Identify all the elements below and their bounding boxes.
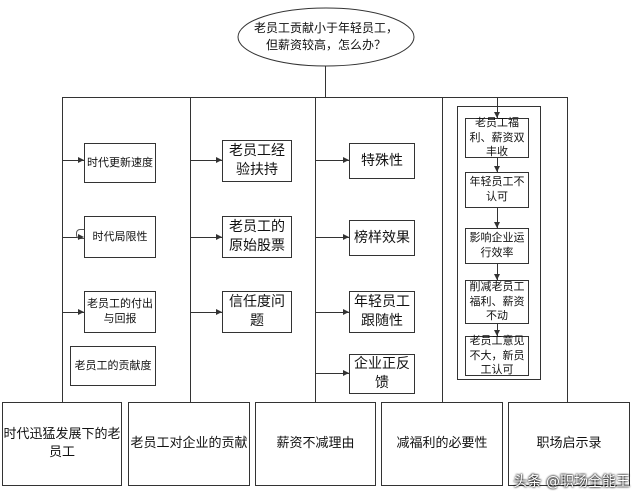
flow-link-2: [497, 208, 498, 228]
column-2-line: [190, 97, 191, 402]
column-label-old-staff-era: 时代迅猛发展下的老员工: [2, 402, 122, 486]
flow-step-4: 削减老员工福利、薪资不动: [465, 280, 529, 324]
flow-step-5: 老员工意见不大，新员工认可: [465, 334, 529, 376]
root-text: 老员工贡献小于年轻员工，但薪资较高，怎么办？: [253, 21, 398, 52]
flow-link-1: [497, 158, 498, 172]
col2-child-experience: 老员工经验扶持: [222, 140, 292, 182]
extra-node-contribution: 老员工的贡献度: [70, 346, 156, 386]
flow-container: [457, 106, 541, 380]
column-label-workplace-insights: 职场启示录: [508, 402, 630, 486]
col1-child3-connector: [62, 312, 84, 313]
col2-child3-connector: [190, 312, 222, 313]
col3-child1-connector: [315, 160, 349, 161]
col1-child1-connector: [62, 160, 84, 161]
col2-child-original-stock: 老员工的原始股票: [222, 216, 292, 258]
column-label-salary-reasons: 薪资不减理由: [255, 402, 376, 486]
column-4-line: [442, 97, 443, 402]
col1-child-effort-return: 老员工的付出与回报: [84, 291, 156, 333]
col1-child2-connector: [62, 237, 84, 238]
column-label-contribution: 老员工对企业的贡献: [128, 402, 250, 486]
col2-child-trust: 信任度问题: [222, 291, 292, 333]
watermark: 头条 @职场全能王: [513, 474, 630, 490]
col2-child2-connector: [190, 237, 222, 238]
col3-child-role-model: 榜样效果: [349, 220, 415, 256]
col2-child1-connector: [190, 160, 222, 161]
column-5-line: [567, 97, 568, 402]
col1-child-time-update: 时代更新速度: [84, 143, 156, 183]
column-label-cut-benefits: 减福利的必要性: [381, 402, 503, 486]
flow-step-2: 年轻员工不认可: [465, 172, 529, 208]
col3-child2-connector: [315, 237, 349, 238]
col3-child-feedback: 企业正反馈: [349, 354, 415, 394]
flow-link-3: [497, 264, 498, 280]
flow-step-3: 影响企业运行效率: [465, 228, 529, 264]
col3-child-special: 特殊性: [349, 143, 415, 179]
col3-child-follow: 年轻员工跟随性: [349, 291, 415, 333]
flow-top-connector: [497, 97, 498, 118]
root-stem: [325, 66, 326, 98]
column-1-line: [62, 97, 63, 402]
col3-child4-connector: [315, 373, 349, 374]
root-node: 老员工贡献小于年轻员工，但薪资较高，怎么办？: [252, 17, 400, 57]
column-3-line: [315, 97, 316, 402]
flow-step-1: 老员工福利、薪资双丰收: [465, 116, 529, 158]
col1-child-time-limit: 时代局限性: [84, 216, 156, 258]
col3-child3-connector: [315, 312, 349, 313]
